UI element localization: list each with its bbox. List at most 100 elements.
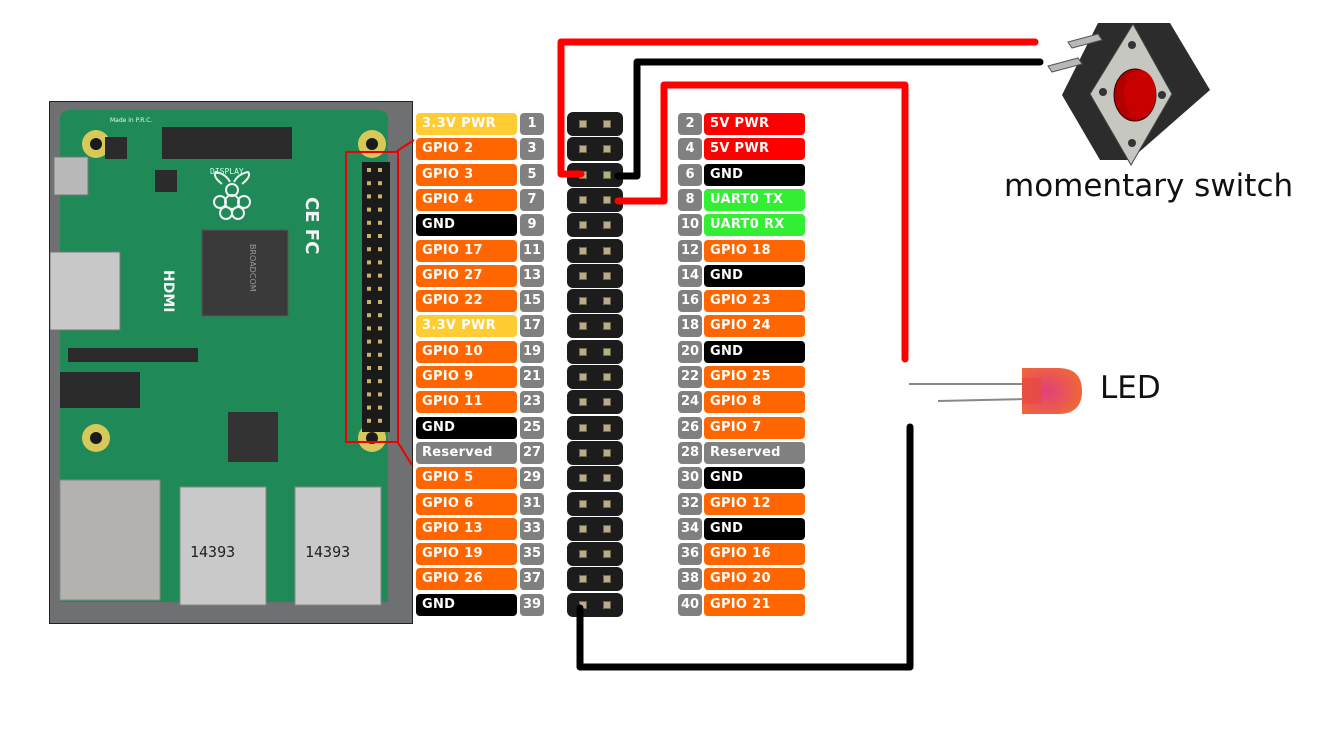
pin-number: 16 <box>678 290 702 313</box>
pin-number: 32 <box>678 492 702 515</box>
onboard-pin <box>378 220 382 225</box>
onboard-pin <box>367 339 371 344</box>
onboard-pin <box>378 405 382 410</box>
onboard-gpio-pins <box>367 168 382 423</box>
pin-number: 33 <box>520 517 544 540</box>
switch-lead <box>1047 57 1083 73</box>
pin-label: GND <box>416 416 517 439</box>
pin-number: 17 <box>520 315 544 338</box>
header-pin <box>603 499 611 508</box>
header-pin <box>603 170 611 179</box>
header-pin <box>579 347 587 356</box>
header-pin <box>603 271 611 280</box>
pin-label: UART0 TX <box>704 188 805 211</box>
header-pin <box>579 221 587 230</box>
pin-number: 8 <box>678 188 702 211</box>
lan-chip <box>228 412 278 462</box>
header-pin <box>603 474 611 483</box>
svg-text:14393: 14393 <box>305 543 350 561</box>
header-pin-row <box>567 365 623 389</box>
header-pin <box>579 195 587 204</box>
svg-text:14393: 14393 <box>190 543 235 561</box>
pin-number: 31 <box>520 492 544 515</box>
header-pin <box>603 600 611 609</box>
pin-label: GPIO 25 <box>704 366 805 388</box>
header-pin-row <box>567 415 623 440</box>
onboard-pin <box>367 286 371 291</box>
onboard-pin <box>367 168 371 172</box>
pin-label: GPIO 5 <box>416 467 517 490</box>
switch-caption: momentary switch <box>1004 168 1294 204</box>
header-pin <box>603 347 611 356</box>
pin-number: 10 <box>678 214 702 237</box>
pin-number: 38 <box>678 568 702 591</box>
onboard-pin <box>378 300 382 304</box>
onboard-pin <box>367 273 371 278</box>
raspberry-pi-board: DISPLAY Made in P.R.C. CE FC BROADCOM HD… <box>49 101 413 624</box>
header-highlight-box <box>345 151 399 443</box>
onboard-pin <box>378 366 382 370</box>
onboard-pin <box>378 194 382 199</box>
onboard-pin <box>378 207 382 212</box>
pin-label: GPIO 13 <box>416 517 517 540</box>
ethernet-port <box>59 479 161 601</box>
header-pin <box>603 575 611 584</box>
onboard-gpio-header <box>362 162 390 432</box>
pin-label: GPIO 19 <box>416 543 517 566</box>
pin-label: GPIO 12 <box>704 492 805 515</box>
inductor <box>155 170 177 192</box>
pin-label: GPIO 26 <box>416 568 517 591</box>
soc-chip <box>201 229 289 317</box>
pin-label: GND <box>416 593 517 616</box>
onboard-pin <box>378 352 382 357</box>
pin-number: 30 <box>678 467 702 490</box>
wire-pin5-to-switch <box>557 38 1039 178</box>
pin-label: 5V PWR <box>704 138 805 161</box>
header-pin-row <box>567 263 623 288</box>
header-pin <box>579 398 587 407</box>
header-pin-row <box>567 516 623 541</box>
onboard-pin <box>378 168 382 172</box>
inductor <box>105 137 127 159</box>
onboard-pin <box>367 326 371 331</box>
pin-number: 40 <box>678 593 702 616</box>
pin-label: GPIO 24 <box>704 315 805 338</box>
header-pin-row <box>567 112 623 136</box>
pin-number: 18 <box>678 315 702 338</box>
pin-label: 3.3V PWR <box>416 315 517 338</box>
onboard-pin <box>367 300 371 304</box>
pin-number: 36 <box>678 543 702 566</box>
micro-usb-port <box>53 156 89 196</box>
header-pin-row <box>567 238 623 263</box>
onboard-pin <box>378 181 382 186</box>
raspberry-logo <box>213 170 251 220</box>
pin-label: GPIO 22 <box>416 290 517 313</box>
header-pin <box>603 297 611 306</box>
header-pin <box>579 423 587 432</box>
pin-number: 4 <box>678 138 702 161</box>
header-pin-row <box>567 567 623 592</box>
wire-pin8-to-led <box>614 81 909 363</box>
onboard-pin <box>378 339 382 344</box>
wire-pin6-to-switch <box>614 58 1044 180</box>
pin-label: 5V PWR <box>704 113 805 135</box>
pin-number: 25 <box>520 416 544 439</box>
pin-label: GND <box>704 517 805 540</box>
pin-label: UART0 RX <box>704 214 805 237</box>
pin-number: 29 <box>520 467 544 490</box>
pin-number: 28 <box>678 441 702 464</box>
pin-number: 22 <box>678 366 702 388</box>
header-pin-row <box>567 592 623 617</box>
header-pin <box>579 271 587 280</box>
onboard-pin <box>378 273 382 278</box>
pin-label: GPIO 21 <box>704 593 805 616</box>
onboard-pin <box>367 260 371 265</box>
onboard-pin <box>367 313 371 318</box>
header-pin <box>603 221 611 230</box>
pin-number: 27 <box>520 441 544 464</box>
header-pin-row <box>567 542 623 567</box>
header-pin <box>579 297 587 306</box>
header-pin <box>579 322 587 331</box>
header-pin <box>579 524 587 533</box>
onboard-pin <box>367 194 371 199</box>
